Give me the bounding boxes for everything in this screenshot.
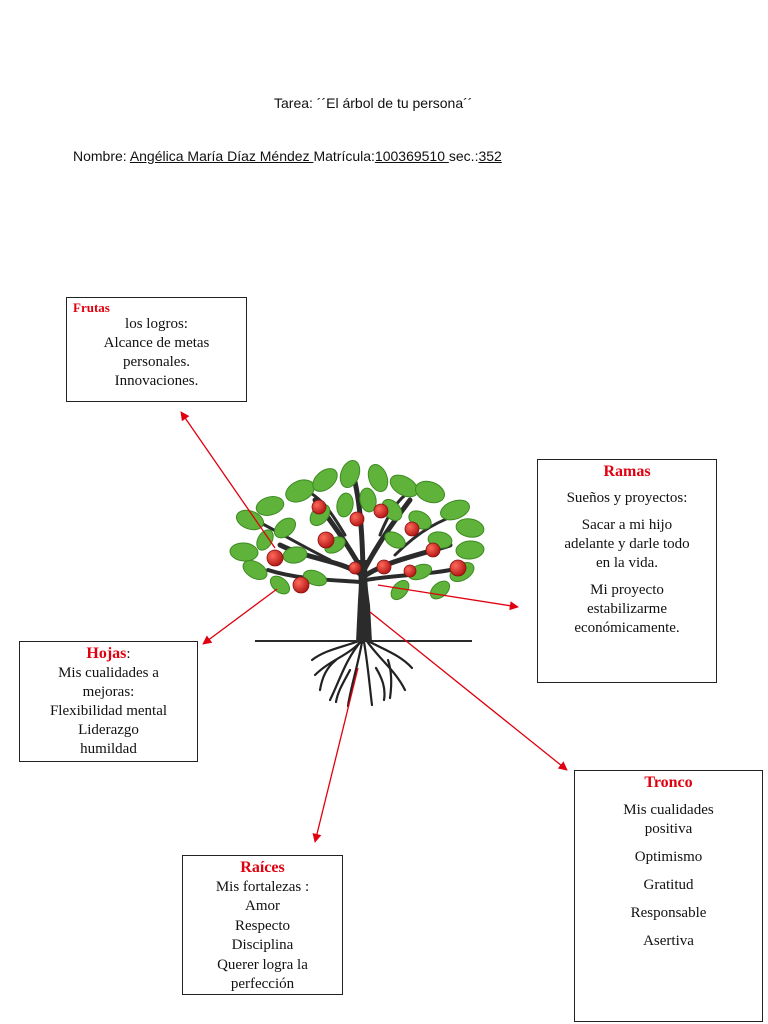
ramas-line: adelante y darle todo: [564, 536, 690, 552]
ramas-line: estabilizarme: [587, 601, 667, 617]
section-value: 352: [478, 148, 502, 164]
fruits: [266, 499, 467, 594]
arrow-to-frutas: [180, 411, 276, 549]
ramas-line: Sacar a mi hijo: [581, 517, 673, 533]
frutas-line: los logros:: [125, 316, 188, 332]
hojas-heading: Hojas:: [20, 644, 197, 664]
student-info-line: Nombre: Angélica María Díaz Méndez Matrí…: [73, 148, 502, 164]
arrows: [180, 411, 568, 843]
matricula-value: 100369510: [374, 148, 449, 164]
raices-line: Querer logra la: [217, 956, 308, 973]
tronco-box: Tronco Mis cualidades positiva Optimismo…: [574, 770, 763, 1022]
frutas-line: personales.: [122, 354, 191, 370]
ramas-box: Ramas Sueños y proyectos: Sacar a mi hij…: [537, 459, 717, 683]
leaves: [229, 459, 485, 601]
roots: [310, 638, 414, 708]
hojas-title-suffix: :: [126, 646, 131, 662]
frutas-title: Frutas: [73, 300, 110, 315]
trunk: [355, 560, 372, 642]
raices-line: perfección: [230, 976, 295, 992]
raices-line: Respecto: [235, 917, 290, 934]
hojas-line: humildad: [80, 741, 137, 757]
name-label: Nombre:: [73, 148, 130, 164]
frutas-line: Alcance de metas: [103, 335, 210, 351]
section-label: sec.:: [448, 148, 479, 164]
ramas-title: Ramas: [603, 463, 651, 480]
ramas-line: económicamente.: [574, 620, 680, 636]
branches: [253, 479, 467, 584]
ramas-line: en la vida.: [595, 555, 659, 571]
raices-line: Disciplina: [231, 937, 294, 953]
hojas-line: Flexibilidad mental: [49, 703, 168, 719]
tronco-item: Responsable: [630, 905, 707, 921]
raices-title: Raíces: [240, 859, 285, 876]
raices-line: Amor: [245, 898, 280, 914]
hojas-line: Liderazgo: [78, 722, 139, 738]
raices-line: Mis fortalezas :: [215, 878, 310, 895]
arrow-to-raices: [312, 667, 359, 843]
arrow-to-ramas: [377, 584, 519, 611]
frutas-box: Frutas los logros: Alcance de metas pers…: [66, 297, 247, 402]
hojas-box: Hojas: Mis cualidades a mejoras: Flexibi…: [19, 641, 198, 762]
document-title: Tarea: ´´El árbol de tu persona´´: [274, 95, 473, 111]
tronco-item: Gratitud: [643, 877, 694, 893]
hojas-line: mejoras:: [82, 684, 135, 700]
tronco-item: Optimismo: [634, 849, 703, 865]
hojas-line: Mis cualidades a: [58, 665, 159, 681]
ramas-subtitle: Sueños y proyectos:: [566, 490, 688, 506]
frutas-line: Innovaciones.: [114, 373, 199, 389]
arrow-to-hojas: [202, 588, 278, 645]
tronco-title: Tronco: [644, 774, 693, 791]
hojas-title: Hojas: [86, 645, 127, 662]
tronco-line: positiva: [644, 821, 693, 837]
ramas-line: Mi proyecto: [590, 582, 664, 598]
tronco-item: Asertiva: [643, 933, 694, 949]
name-value: Angélica María Díaz Méndez: [129, 148, 314, 164]
tronco-line: Mis cualidades: [623, 802, 714, 818]
raices-box: Raíces Mis fortalezas : Amor Respecto Di…: [182, 855, 343, 995]
matricula-label: Matrícula:: [313, 148, 375, 164]
